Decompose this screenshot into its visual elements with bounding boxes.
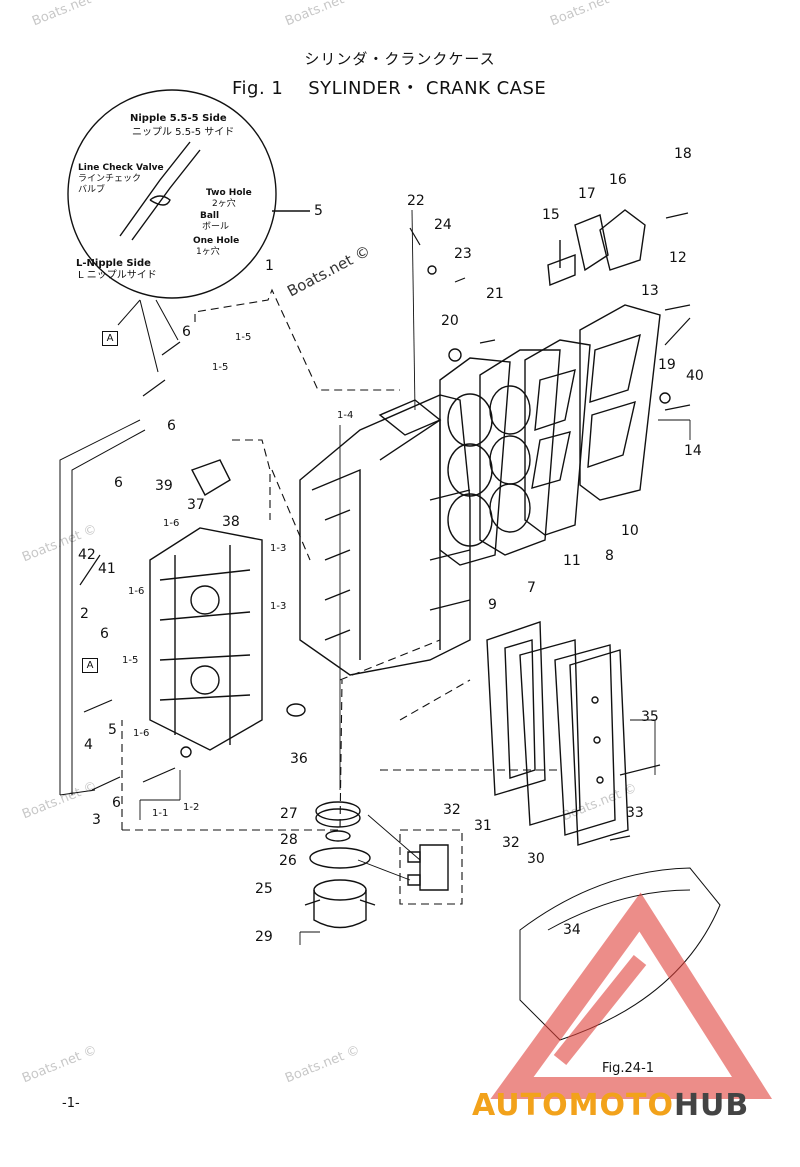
inset-ball-jp: ボール [202, 222, 230, 232]
marker-a: A [82, 658, 98, 673]
inset-ref-label: 5 [314, 203, 323, 219]
part-label-17: 17 [578, 186, 596, 202]
inset-one-hole: One Hole [193, 236, 240, 246]
part-label-40: 40 [686, 368, 704, 384]
part-label-35: 35 [641, 709, 659, 725]
part-label-5: 5 [108, 722, 117, 738]
detail-inset-circle [67, 89, 277, 299]
part-label-42: 42 [78, 547, 96, 563]
inset-line-check-valve: Line Check Valve [78, 163, 164, 173]
part-label-26: 26 [279, 853, 297, 869]
part-label-38: 38 [222, 514, 240, 530]
page-number: -1- [62, 1096, 80, 1111]
part-label-9: 9 [488, 597, 497, 613]
part-label-1: 1 [265, 258, 274, 274]
part-label-21: 21 [486, 286, 504, 302]
part-label-11: 11 [563, 553, 581, 569]
inset-two-hole: Two Hole [206, 188, 252, 198]
part-label-1-6: 1-6 [128, 586, 145, 597]
part-label-15: 15 [542, 207, 560, 223]
part-label-29: 29 [255, 929, 273, 945]
part-label-32: 32 [443, 802, 461, 818]
part-label-3: 3 [92, 812, 101, 828]
part-label-1-4: 1-4 [337, 410, 354, 421]
part-label-6: 6 [112, 795, 121, 811]
part-label-23: 23 [454, 246, 472, 262]
part-label-1-3: 1-3 [270, 543, 287, 554]
marker-a: A [102, 331, 118, 346]
part-label-19: 19 [658, 357, 676, 373]
part-label-6: 6 [167, 418, 176, 434]
part-label-18: 18 [674, 146, 692, 162]
logo-part1: AUTOMOTO [472, 1088, 674, 1123]
title-english: Fig. 1 SYLINDER・ CRANK CASE [232, 78, 547, 99]
inset-line-check-valve-jp1: ラインチェック [78, 174, 142, 184]
inset-line-check-valve-jp2: バルブ [78, 185, 106, 195]
part-label-41: 41 [98, 561, 116, 577]
inset-nipple-side: Nipple 5.5-5 Side [130, 113, 227, 124]
part-label-32: 32 [502, 835, 520, 851]
part-label-36: 36 [290, 751, 308, 767]
part-label-10: 10 [621, 523, 639, 539]
part-label-1-2: 1-2 [183, 802, 200, 813]
inset-two-hole-jp: 2ヶ穴 [212, 199, 236, 209]
part-label-30: 30 [527, 851, 545, 867]
part-label-6: 6 [114, 475, 123, 491]
inset-l-nipple-side-jp: L ニップルサイド [78, 270, 157, 281]
part-label-20: 20 [441, 313, 459, 329]
title-japanese: シリンダ・クランクケース [304, 50, 496, 68]
part-label-1-6: 1-6 [133, 728, 150, 739]
part-label-7: 7 [527, 580, 536, 596]
inset-ball: Ball [200, 211, 220, 221]
part-label-37: 37 [187, 497, 205, 513]
part-label-28: 28 [280, 832, 298, 848]
part-label-39: 39 [155, 478, 173, 494]
inset-l-nipple-side: L-Nipple Side [76, 258, 151, 269]
part-label-1-6: 1-6 [163, 518, 180, 529]
logo-triangle [490, 892, 773, 1099]
inset-one-hole-jp: 1ヶ穴 [196, 247, 220, 257]
automotohub-logo: AUTOMOTOHUB [472, 1088, 749, 1123]
part-label-34: 34 [563, 922, 581, 938]
part-label-22: 22 [407, 193, 425, 209]
part-label-1-5: 1-5 [212, 362, 229, 373]
inset-nipple-side-jp: ニップル 5.5-5 サイド [132, 127, 235, 138]
part-label-27: 27 [280, 806, 298, 822]
part-label-33: 33 [626, 805, 644, 821]
part-label-1-3: 1-3 [270, 601, 287, 612]
part-label-4: 4 [84, 737, 93, 753]
part-label-31: 31 [474, 818, 492, 834]
fig-reference: Fig.24-1 [602, 1061, 655, 1076]
part-label-16: 16 [609, 172, 627, 188]
part-label-1-1: 1-1 [152, 808, 169, 819]
part-label-14: 14 [684, 443, 702, 459]
part-label-6: 6 [100, 626, 109, 642]
part-label-25: 25 [255, 881, 273, 897]
part-label-12: 12 [669, 250, 687, 266]
part-label-6: 6 [182, 324, 191, 340]
part-label-2: 2 [80, 606, 89, 622]
part-label-8: 8 [605, 548, 614, 564]
logo-part2: HUB [673, 1088, 750, 1123]
part-label-1-5: 1-5 [235, 332, 252, 343]
part-label-24: 24 [434, 217, 452, 233]
part-label-1-5: 1-5 [122, 655, 139, 666]
part-label-13: 13 [641, 283, 659, 299]
